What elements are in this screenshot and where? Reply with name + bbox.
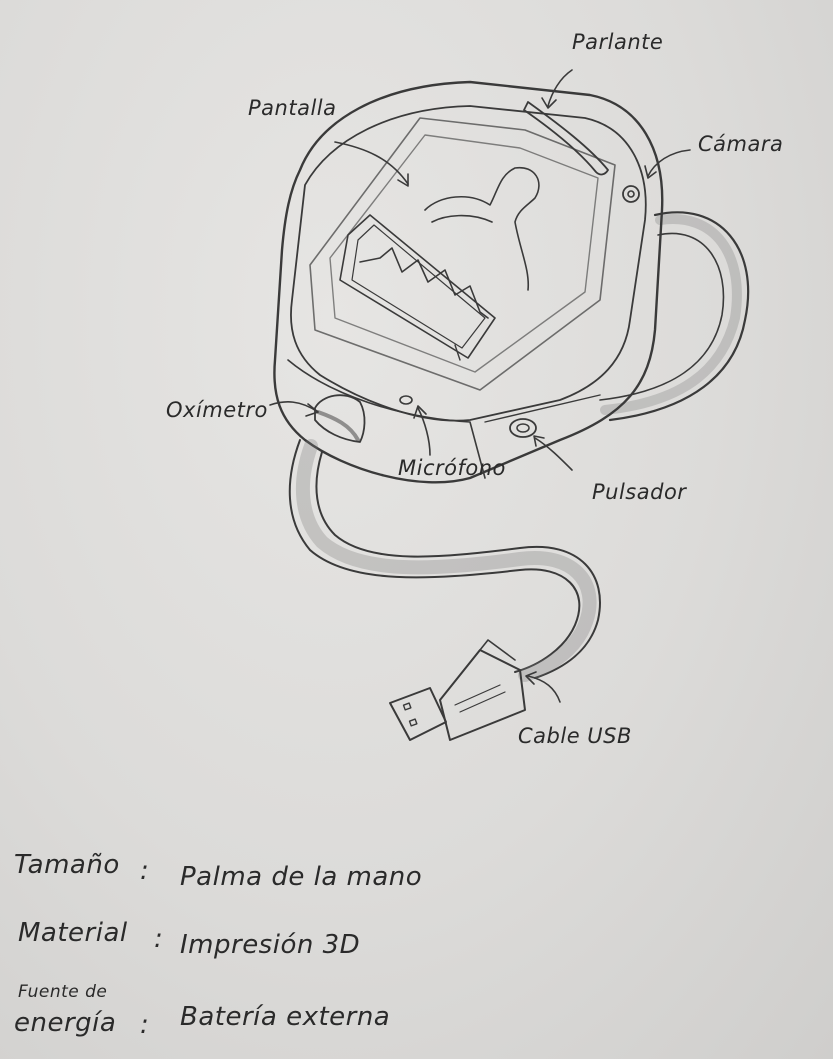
screen-figure: [424, 166, 540, 291]
label-cable-usb: Cable USB: [518, 724, 632, 748]
speaker-slot: [523, 101, 609, 176]
camera-lens: [622, 185, 640, 203]
arrow-parlante: [547, 69, 573, 107]
arrow-cable: [527, 675, 561, 703]
spec-sep-size: :: [140, 856, 150, 886]
spec-value-material: Impresión 3D: [180, 930, 361, 960]
label-pulsador: Pulsador: [592, 480, 687, 504]
label-parlante: Parlante: [572, 30, 664, 54]
label-oximetro: Oxímetro: [166, 398, 268, 422]
strap-outline: [608, 211, 750, 422]
label-pantalla: Pantalla: [248, 96, 337, 120]
screen-frame: [309, 117, 616, 391]
spec-sep-power: :: [140, 1010, 150, 1040]
oximeter-slot: [314, 394, 366, 443]
microphone-hole: [399, 395, 413, 405]
cable-outline-a: [288, 439, 581, 673]
device-body-outline: [273, 80, 664, 484]
waveform: [359, 247, 489, 319]
push-button: [509, 418, 537, 438]
screen-inner: [329, 134, 599, 373]
wave-panel-inner: [351, 224, 486, 349]
arrow-microfono: [417, 407, 431, 456]
spec-value-size: Palma de la mano: [180, 862, 423, 892]
arrow-pantalla: [334, 141, 409, 185]
wave-panel: [339, 214, 496, 359]
spec-key-power-line1: Fuente de: [18, 982, 108, 1002]
arrow-camara: [647, 149, 691, 177]
usb-plug: [389, 687, 447, 741]
spec-key-power-line2: energía: [14, 1008, 117, 1038]
spec-value-power: Batería externa: [180, 1002, 391, 1032]
device-top-face: [290, 105, 647, 422]
cable-outline-b: [315, 451, 601, 679]
label-camara: Cámara: [698, 132, 784, 156]
spec-key-size: Tamaño: [14, 850, 120, 880]
label-microfono: Micrófono: [398, 456, 506, 480]
arrow-pulsador: [534, 437, 573, 471]
usb-connector-body: [439, 649, 526, 741]
strap-inner: [599, 232, 725, 401]
spec-key-material: Material: [18, 918, 128, 948]
spec-sep-material: :: [154, 924, 164, 954]
